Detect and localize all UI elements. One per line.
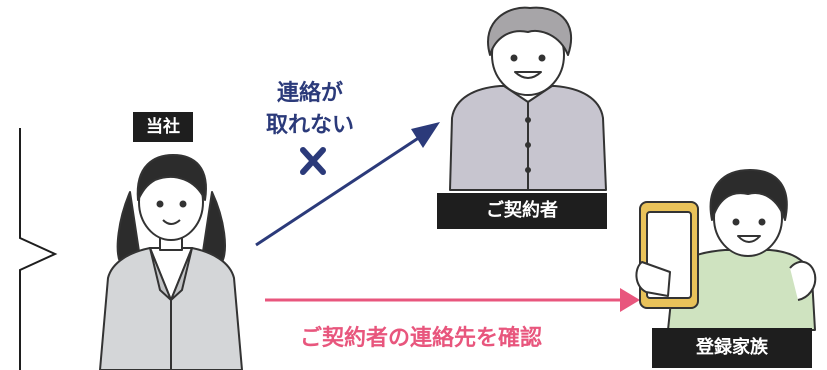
confirm-annotation: ご契約者の連絡先を確認	[300, 326, 543, 351]
pink-arrow	[265, 288, 640, 312]
company-label: 当社	[133, 112, 193, 142]
family-person	[635, 169, 817, 331]
x-mark-icon	[300, 147, 326, 175]
no-contact-line1: 連絡が	[276, 81, 343, 106]
no-contact-annotation: 連絡が 取れない	[250, 78, 370, 142]
contractor-label: ご契約者	[437, 193, 607, 229]
company-person	[99, 154, 243, 370]
family-label: 登録家族	[652, 328, 812, 368]
contractor-person	[449, 6, 607, 191]
navy-arrow	[255, 122, 440, 247]
left-bracket	[19, 128, 58, 370]
no-contact-line2: 取れない	[265, 113, 354, 138]
